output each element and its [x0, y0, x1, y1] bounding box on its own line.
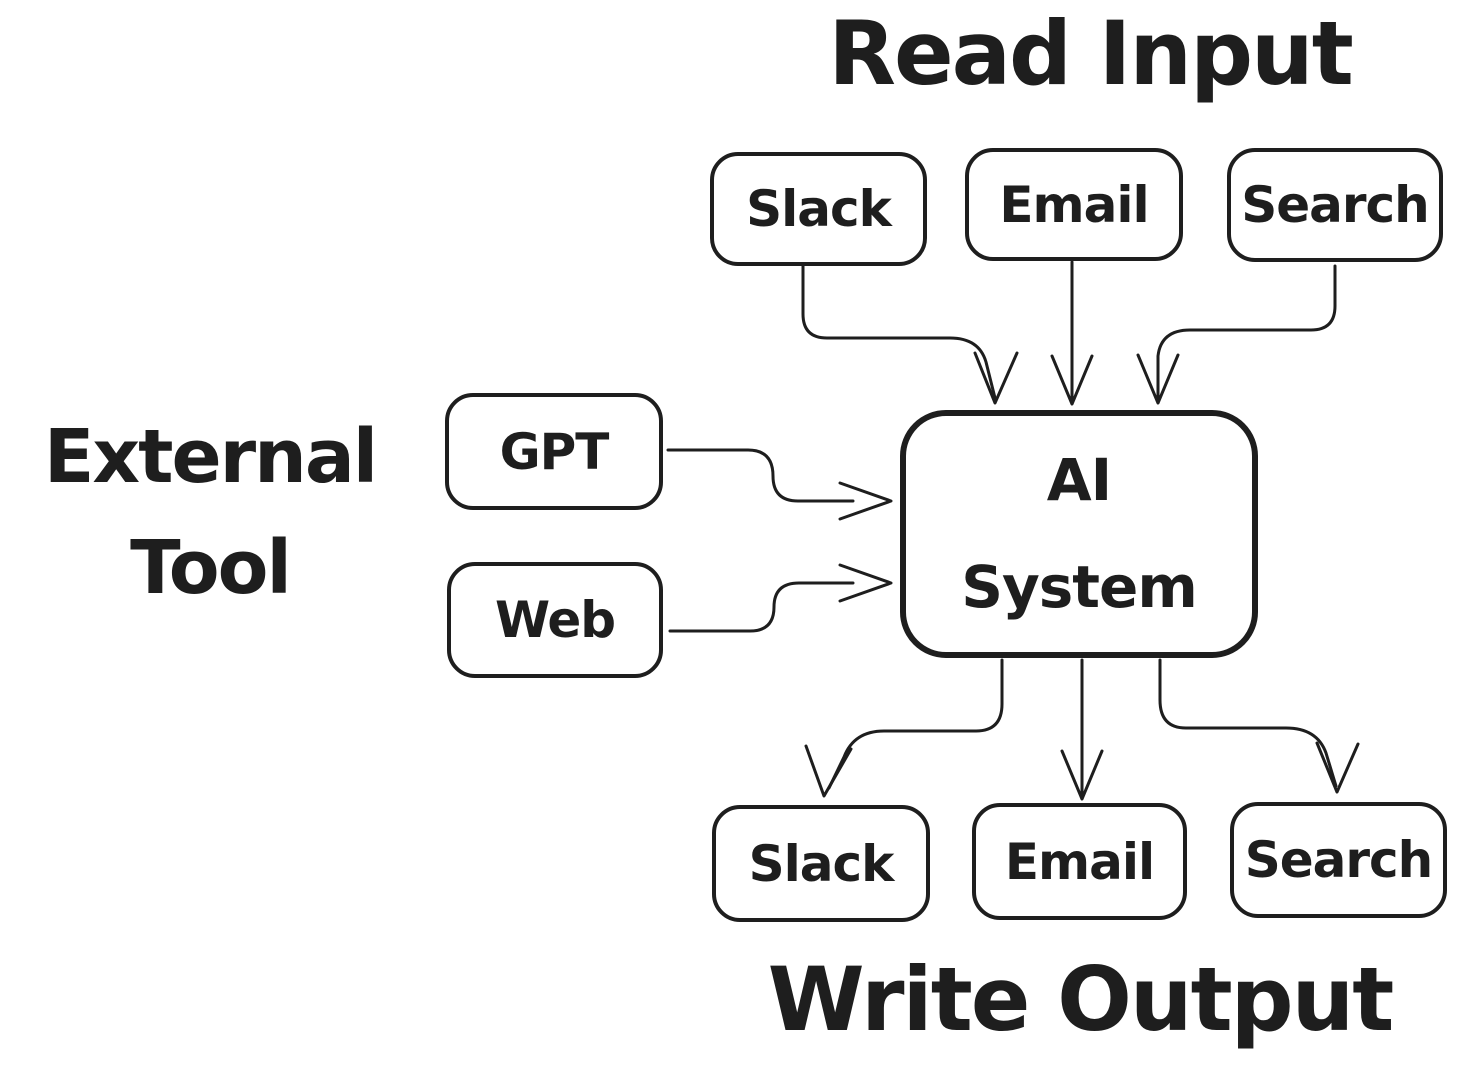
node-input-email: Email	[965, 148, 1183, 261]
node-output-email: Email	[972, 803, 1187, 920]
node-input-search-label: Search	[1241, 176, 1430, 234]
external-tool-label: External Tool	[0, 402, 420, 624]
arrow-input-email-to-ai	[1050, 260, 1094, 406]
node-output-slack-label: Slack	[748, 834, 895, 893]
arrow-ai-to-output-email	[1060, 658, 1104, 801]
node-gpt-label: GPT	[499, 422, 610, 481]
node-ai-system: AI System	[900, 410, 1258, 658]
read-input-title: Read Input	[828, 2, 1354, 105]
arrow-ai-to-output-search	[1158, 658, 1360, 794]
node-output-slack: Slack	[712, 805, 930, 922]
node-web: Web	[447, 562, 663, 678]
node-input-search: Search	[1227, 148, 1443, 262]
external-tool-line1: External	[43, 414, 378, 500]
arrow-gpt-to-ai	[666, 448, 893, 521]
arrow-input-search-to-ai	[1136, 264, 1337, 405]
node-input-slack: Slack	[710, 152, 927, 266]
node-ai-system-label-line2: System	[961, 553, 1198, 621]
node-output-search-label: Search	[1244, 831, 1434, 889]
node-web-label: Web	[494, 591, 616, 649]
node-input-email-label: Email	[999, 175, 1149, 234]
arrow-input-slack-to-ai	[801, 264, 1019, 405]
node-input-slack-label: Slack	[746, 180, 892, 238]
arrow-ai-to-output-slack	[804, 658, 1004, 798]
arrow-web-to-ai	[668, 563, 893, 633]
node-ai-system-label-line1: AI	[1046, 445, 1112, 514]
node-gpt: GPT	[445, 393, 663, 510]
external-tool-line2: Tool	[130, 525, 292, 611]
node-output-search: Search	[1230, 802, 1447, 918]
write-output-title: Write Output	[767, 948, 1395, 1051]
node-output-email-label: Email	[1004, 832, 1155, 891]
